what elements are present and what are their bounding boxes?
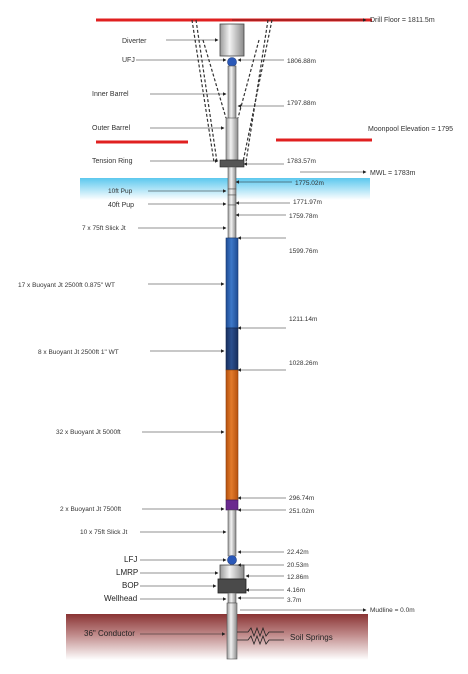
slick-joints-lower: [227, 509, 237, 557]
elevation-markers: [235, 58, 292, 600]
elev-1028: 1028.26m: [289, 360, 318, 367]
diverter: [219, 23, 245, 57]
soil-springs-icon: [237, 626, 284, 646]
label-buoyant-17x: 17 x Buoyant Jt 2500ft 0.875" WT: [18, 282, 115, 289]
elev-296: 296.74m: [289, 495, 314, 502]
conductor: [226, 602, 238, 660]
label-pup-10ft: 10ft Pup: [108, 188, 133, 195]
buoyant-2x: [225, 499, 239, 511]
label-tension-ring: Tension Ring: [92, 158, 133, 165]
label-buoyant-2x: 2 x Buoyant Jt 7500ft: [60, 506, 121, 513]
label-buoyant-32x: 32 x Buoyant Jt 5000ft: [56, 429, 121, 436]
label-ufj: UFJ: [122, 57, 135, 64]
left-labels: Diverter UFJ Inner Barrel Outer Barrel T…: [18, 38, 227, 638]
buoyant-17x: [225, 237, 239, 329]
wellhead: [227, 592, 237, 604]
label-wellhead: Wellhead: [104, 594, 137, 603]
elev-4: 4.16m: [287, 587, 305, 594]
riser-upper: [227, 166, 237, 190]
water-surface: [80, 178, 370, 200]
label-lfj: LFJ: [124, 555, 137, 564]
inner-barrel: [227, 65, 237, 121]
seabed: [66, 614, 368, 660]
lmrp: [219, 564, 245, 580]
label-soil-springs: Soil Springs: [290, 633, 333, 642]
label-conductor: 36" Conductor: [84, 629, 135, 638]
elev-1599: 1599.76m: [289, 248, 318, 255]
pup-40ft: [227, 194, 237, 206]
bop: [217, 578, 247, 594]
elev-1797: 1797.88m: [287, 100, 316, 107]
label-slick-10x: 10 x 75ft Slick Jt: [80, 529, 128, 536]
label-slick-7x: 7 x 75ft Slick Jt: [82, 225, 126, 232]
tensioner-ropes: [191, 19, 273, 163]
lfj-ball: [227, 555, 237, 565]
tension-ring: [219, 159, 245, 168]
label-drill-floor: Drill Floor = 1811.5m: [370, 17, 435, 24]
elevation-labels: 1806.88m 1797.88m 1783.57m 1775.02m 1771…: [287, 58, 324, 604]
label-outer-barrel: Outer Barrel: [92, 125, 131, 132]
elev-1759: 1759.78m: [289, 213, 318, 220]
buoyant-8x: [225, 327, 239, 371]
elev-1806: 1806.88m: [287, 58, 316, 65]
elev-1775: 1775.02m: [295, 180, 324, 187]
buoyant-32x: [225, 369, 239, 501]
label-mwl: MWL = 1783m: [370, 170, 416, 177]
label-lmrp: LMRP: [116, 568, 138, 577]
label-buoyant-8x: 8 x Buoyant Jt 2500ft 1" WT: [38, 349, 119, 356]
elev-12: 12.86m: [287, 574, 309, 581]
label-moonpool: Moonpool Elevation = 1795: [368, 126, 453, 133]
label-mudline: Mudline = 0.0m: [370, 607, 415, 614]
ufj-ball: [227, 57, 237, 67]
elev-1211: 1211.14m: [289, 316, 317, 323]
slick-joints-upper: [227, 204, 237, 239]
right-labels: Drill Floor = 1811.5m Moonpool Elevation…: [240, 17, 453, 642]
elev-20: 20.53m: [287, 562, 309, 569]
elev-3: 3.7m: [287, 597, 301, 604]
elev-22: 22.42m: [287, 549, 309, 556]
label-inner-barrel: Inner Barrel: [92, 91, 129, 98]
label-diverter: Diverter: [122, 38, 147, 45]
outer-barrel: [225, 117, 239, 161]
elev-251: 251.02m: [289, 508, 314, 515]
pup-10ft: [227, 188, 237, 196]
elev-1771: 1771.97m: [293, 199, 322, 206]
label-bop: BOP: [122, 581, 139, 590]
label-pup-40ft: 40ft Pup: [108, 202, 134, 209]
elev-1783: 1783.57m: [287, 158, 316, 165]
